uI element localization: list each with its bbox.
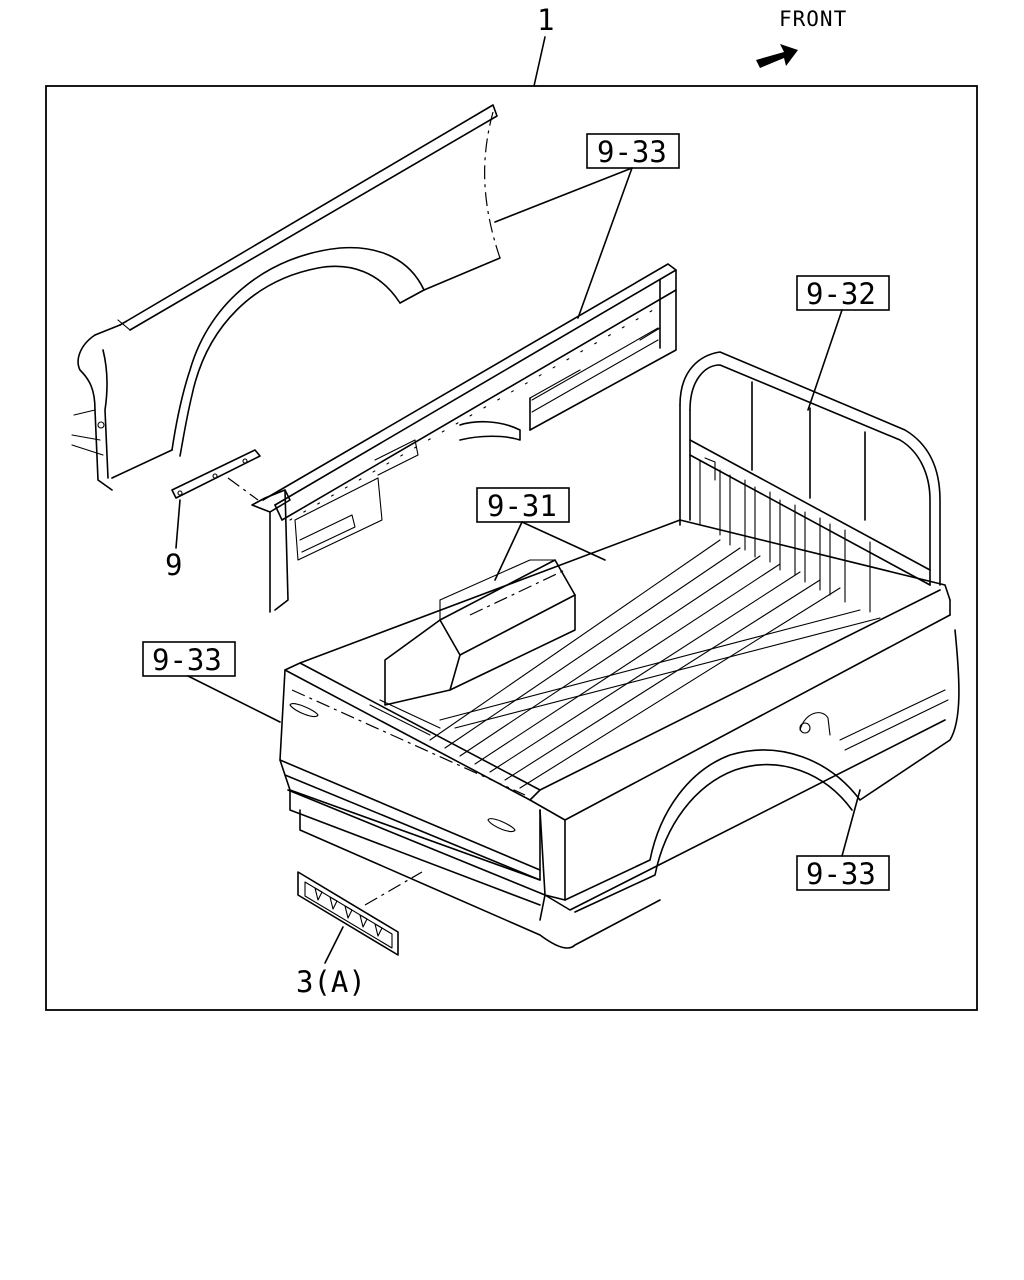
diagram-frame [45,85,978,1011]
label-plate-dash [364,871,423,906]
label-plate-leader [324,926,344,964]
assembly-leader [533,36,546,87]
header-frame-callout: 9-32 [806,277,876,311]
label-plate [297,871,399,956]
callout-box-wheelhouse [476,487,570,523]
bed-header-frame [679,351,941,613]
outer-panel-upper-callout: 9-33 [597,135,667,169]
bracket-part [171,449,261,499]
bracket-leader-dash [227,477,259,501]
leader-right-lower [841,789,861,857]
callout-box-header [796,275,890,311]
callout-box-right-lower [796,855,890,891]
leader-header [807,309,843,411]
label-plate-callout: 3(A) [296,965,366,999]
callout-box-left [142,641,236,677]
outer-panel-left-callout: 9-33 [152,643,222,677]
assembly-callout: 1 [537,3,554,37]
front-label: FRONT [779,7,847,31]
wheel-housing-callout: 9-31 [487,489,557,523]
bed-body [279,519,960,949]
bracket-callout: 9 [165,548,182,582]
leader-left [187,675,281,723]
leader-upper-a [494,167,633,223]
leader-wheelhouse-b [521,521,606,561]
bed-inner-side-panel [251,263,677,613]
leader-upper-b [577,167,633,319]
bracket-leader [175,499,181,549]
outer-panel-right-lower-callout: 9-33 [806,857,876,891]
leader-wheelhouse-a [494,521,523,581]
front-arrow-icon [756,44,798,68]
callout-box-upper [586,133,680,169]
body-side-outer-panel [71,104,501,491]
